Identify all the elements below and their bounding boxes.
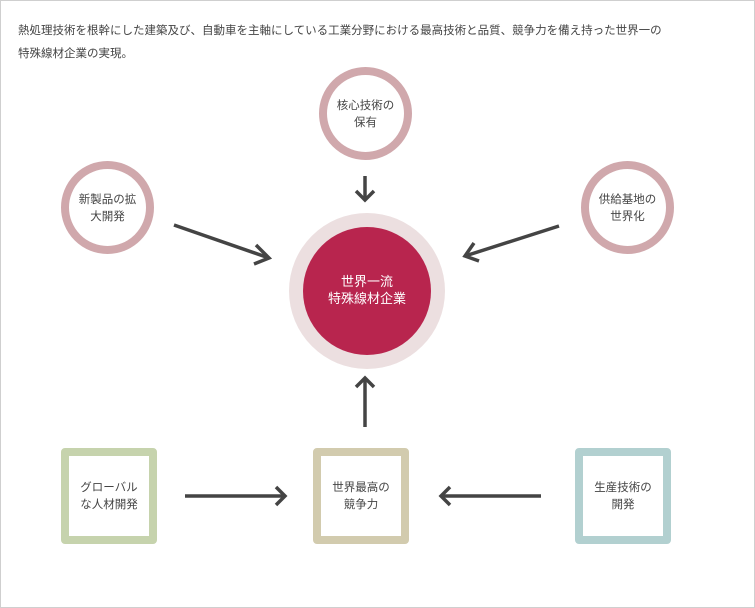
core-technology-circle: 核心技術の 保有 — [319, 67, 412, 160]
core-technology-line-1: 核心技術の — [336, 97, 395, 112]
new-product-circle: 新製品の拡 大開発 — [61, 161, 154, 254]
competitiveness-line-1: 世界最高の — [332, 480, 390, 494]
production-technology-box: 生産技術の 開発 — [575, 448, 671, 544]
supply-base-line-2: 世界化 — [610, 208, 645, 223]
center-goal-circle: 世界一流 特殊線材企業 — [303, 227, 431, 355]
arrow-box-left-to-center-box — [185, 485, 288, 507]
arrow-box-right-to-center-box — [438, 485, 541, 507]
arrow-bottom-to-center — [354, 375, 376, 427]
competitiveness-line-2: 競争力 — [343, 497, 379, 511]
new-product-line-1: 新製品の拡 — [78, 191, 137, 206]
new-product-line-2: 大開発 — [90, 208, 125, 223]
core-technology-line-2: 保有 — [354, 114, 377, 129]
global-talent-box: グローバル な人材開発 — [61, 448, 157, 544]
production-technology-line-1: 生産技術の — [594, 480, 652, 494]
supply-base-line-1: 供給基地の — [598, 191, 657, 206]
supply-base-circle: 供給基地の 世界化 — [581, 161, 674, 254]
intro-line-2: 特殊線材企業の実現。 — [18, 46, 133, 60]
intro-line-1: 熱処理技術を根幹にした建築及び、自動車を主軸にしている工業分野における最高技術と… — [18, 23, 662, 37]
global-talent-line-1: グローバル — [80, 480, 138, 494]
intro-text: 熱処理技術を根幹にした建築及び、自動車を主軸にしている工業分野における最高技術と… — [18, 19, 738, 65]
arrow-right-to-center — [462, 224, 560, 263]
production-technology-line-2: 開発 — [611, 497, 635, 511]
center-line-1: 世界一流 — [340, 275, 393, 290]
global-talent-line-2: な人材開発 — [80, 497, 138, 511]
competitiveness-box: 世界最高の 競争力 — [313, 448, 409, 544]
center-line-2: 特殊線材企業 — [327, 292, 406, 307]
arrow-top-to-center — [354, 176, 376, 203]
arrow-left-to-center — [173, 223, 273, 266]
